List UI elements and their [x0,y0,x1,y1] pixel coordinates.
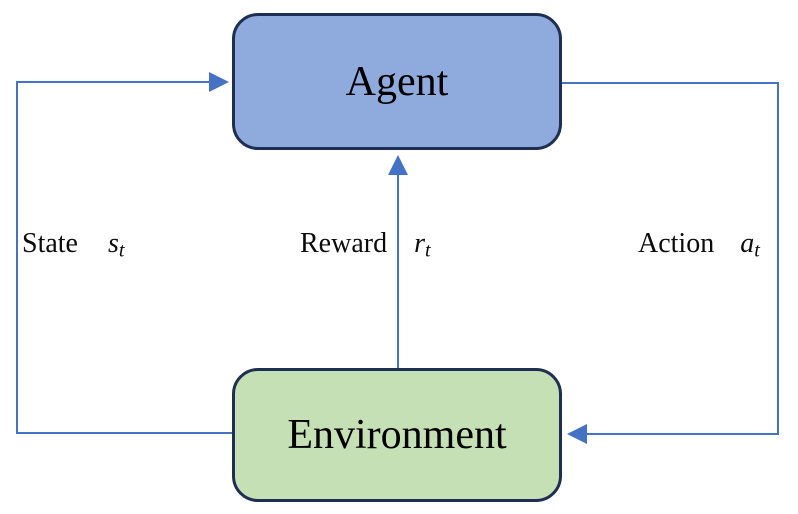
state-connector-line [16,72,232,434]
state-symbol: s [108,228,119,259]
action-subscript: t [754,239,760,262]
state-subscript: t [118,239,125,262]
action-connector-line [562,82,779,444]
reward-subscript: t [424,239,431,262]
agent-node-label: Agent [345,58,449,105]
environment-node: Environment [232,368,562,502]
action-label-word: Action [638,228,715,259]
environment-node-label: Environment [287,412,507,458]
action-symbol: a [740,228,755,259]
state-label-word: State [22,228,78,259]
agent-node: Agent [232,13,562,150]
reward-symbol: r [414,228,425,259]
reward-label-word: Reward [300,228,388,259]
